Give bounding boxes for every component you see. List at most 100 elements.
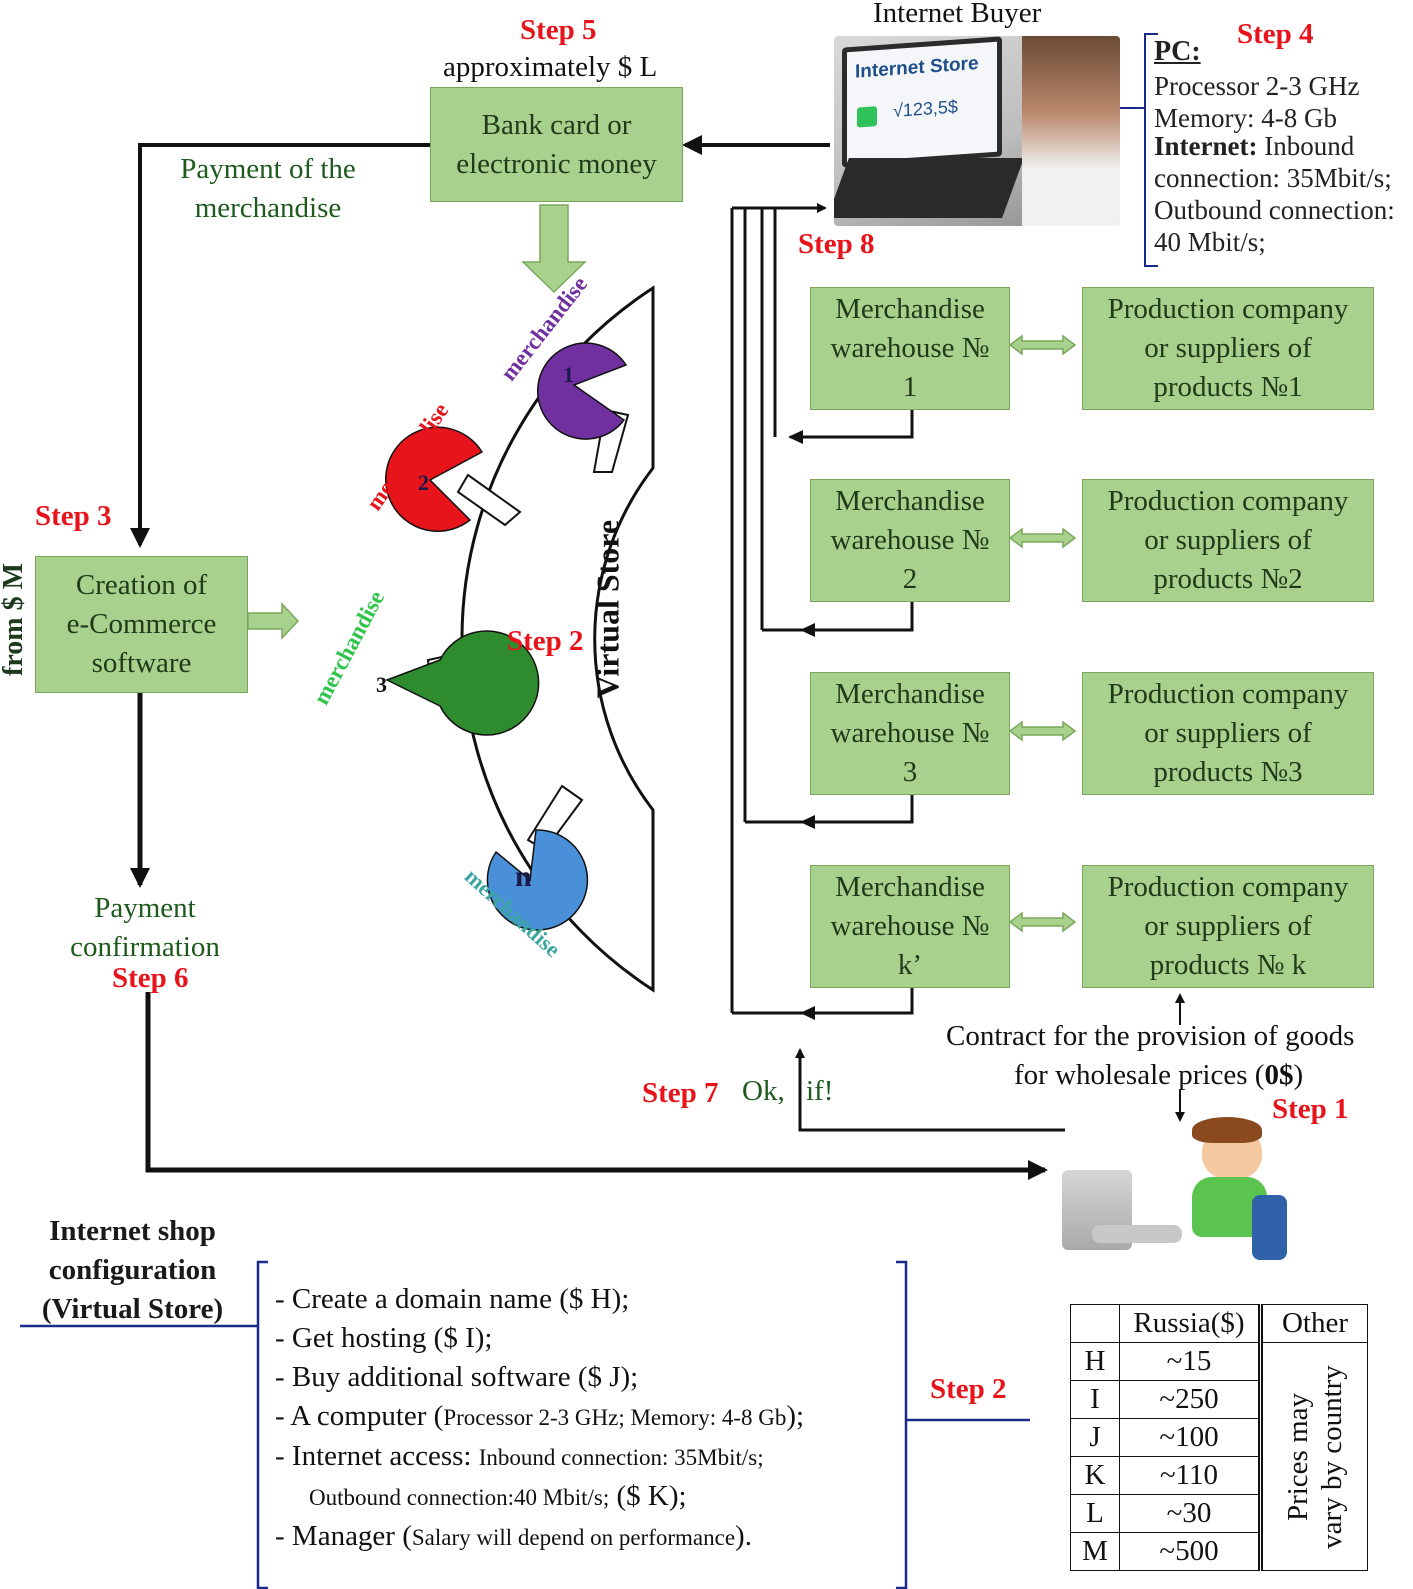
config-item: - Manager (Salary will depend on perform… <box>275 1520 752 1552</box>
step-8-label: Step 8 <box>798 228 875 260</box>
step-7-label: Step 7 <box>642 1077 719 1109</box>
table-cell: ~250 <box>1119 1380 1261 1419</box>
internet-spec-line: Internet: Inbound <box>1154 131 1355 161</box>
arrow-payment-to-creation <box>130 143 430 548</box>
table-header-row: Russia($) Other <box>1070 1304 1368 1343</box>
screen-cart-icon <box>857 106 877 128</box>
laptop-screen: Internet Store √123,5$ <box>842 36 1002 168</box>
payment-of-merchandise: Payment of the merchandise <box>180 153 356 224</box>
config-item: Outbound connection:40 Mbit/s; ($ K); <box>309 1480 687 1512</box>
internet-buyer-image: Internet Store √123,5$ <box>834 36 1120 226</box>
step-2-label-config: Step 2 <box>930 1373 1007 1405</box>
payment-confirmation: Payment confirmation <box>70 892 220 963</box>
table-row: I~250 <box>1070 1380 1368 1419</box>
creation-box-line: e-Commerce <box>66 608 217 640</box>
pc-spec-line: Memory: 4-8 Gb <box>1154 103 1337 133</box>
creation-box-line: software <box>91 647 192 679</box>
arrow-seller-to-warehouses <box>795 1048 1065 1132</box>
table-row: J~100 <box>1070 1418 1368 1457</box>
table-row: H ~15 Prices may vary by country <box>1070 1342 1368 1571</box>
table-cell: ~15 <box>1119 1342 1261 1381</box>
payment-method-box: Bank card or electronic money <box>430 87 683 202</box>
table-header-cell: Russia($) <box>1119 1304 1261 1343</box>
payment-box-line: electronic money <box>456 147 657 180</box>
table-cell: M <box>1070 1532 1120 1571</box>
config-bracket-right <box>896 1260 1030 1589</box>
arrow-creation-to-store <box>247 602 300 640</box>
virtual-store-label: Virtual Store <box>589 519 626 699</box>
table-row: L~30 <box>1070 1494 1368 1533</box>
table-cell: ~500 <box>1119 1532 1261 1571</box>
creation-box-line: Creation of <box>75 569 208 601</box>
seller-illustration <box>1062 1117 1292 1265</box>
payment-box-line: Bank card or <box>481 108 632 141</box>
pc-label: PC: <box>1154 36 1201 67</box>
table-cell: ~30 <box>1119 1494 1261 1533</box>
seller-chair <box>1252 1195 1287 1260</box>
step-2-label-store: Step 2 <box>507 625 584 657</box>
step-7-if: if! <box>806 1075 834 1107</box>
table-cell: ~110 <box>1119 1456 1261 1495</box>
seller-keyboard <box>1092 1225 1182 1243</box>
laptop-keyboard <box>834 158 1024 218</box>
contract-line-1: Contract for the provision of goods <box>946 1020 1355 1052</box>
pc-specs-bracket <box>1120 33 1158 267</box>
table-cell: L <box>1070 1494 1120 1533</box>
table-row: K~110 <box>1070 1456 1368 1495</box>
warehouse-return-arrowheads <box>788 430 815 1020</box>
arrow-confirmation-to-seller <box>145 992 1048 1180</box>
internet-buyer-title: Internet Buyer <box>873 0 1042 29</box>
merchandise-number-3: 3 <box>376 672 387 697</box>
step-7-note: Ok, <box>742 1075 785 1107</box>
config-item: - Get hosting ($ I); <box>275 1322 493 1354</box>
config-item: - A computer (Processor 2-3 GHz; Memory:… <box>275 1400 805 1432</box>
step-3-label: Step 3 <box>35 500 112 532</box>
buyer-person <box>1022 36 1120 226</box>
screen-price: √123,5$ <box>893 96 958 122</box>
internet-spec-line: connection: 35Mbit/s; <box>1154 163 1392 193</box>
merchandise-number-n: n <box>515 860 532 893</box>
table-cell: J <box>1070 1418 1120 1457</box>
merchandise-number-1: 1 <box>563 362 574 387</box>
prices-table: Russia($) Other H ~15 Prices may vary by… <box>1070 1304 1368 1571</box>
merchandise-discs <box>385 342 628 931</box>
screen-title: Internet Store <box>855 53 979 83</box>
step-6-label: Step 6 <box>112 962 189 994</box>
creation-box: Creation of e-Commerce software <box>35 556 248 693</box>
table-cell: H <box>1070 1342 1120 1381</box>
table-cell: ~100 <box>1119 1418 1261 1457</box>
other-note: Prices may vary by country <box>1282 1364 1348 1549</box>
table-header-cell: Other <box>1258 1304 1368 1343</box>
arrow-payment-to-store <box>521 204 587 294</box>
internet-spec-line: 40 Mbit/s; <box>1154 227 1266 257</box>
contract-line-2: for wholesale prices (0$) <box>1014 1059 1304 1091</box>
step-5-label: Step 5 <box>520 14 597 46</box>
config-bracket-left <box>20 1260 268 1589</box>
table-row: M~500 <box>1070 1532 1368 1571</box>
warehouse-return-lines <box>730 203 914 1015</box>
warehouse-supplier-links <box>1008 334 1077 933</box>
step-1-label: Step 1 <box>1272 1093 1349 1125</box>
config-list: - Create a domain name ($ H); - Get host… <box>275 1280 804 1557</box>
merchandise-number-2: 2 <box>418 470 429 495</box>
step-4-label: Step 4 <box>1237 18 1314 50</box>
table-header-cell <box>1070 1304 1120 1343</box>
config-item: - Create a domain name ($ H); <box>275 1283 630 1315</box>
config-item: - Internet access: Inbound connection: 3… <box>275 1440 764 1472</box>
other-note-cell: Prices may vary by country <box>1258 1342 1368 1571</box>
config-item: - Buy additional software ($ J); <box>275 1361 639 1393</box>
config-title: Internet shop configuration (Virtual Sto… <box>41 1215 224 1325</box>
table-cell: K <box>1070 1456 1120 1495</box>
prices-table-wrapper: Russia($) Other H ~15 Prices may vary by… <box>1070 1304 1368 1571</box>
table-cell: I <box>1070 1380 1120 1419</box>
seller-hair <box>1192 1117 1262 1143</box>
